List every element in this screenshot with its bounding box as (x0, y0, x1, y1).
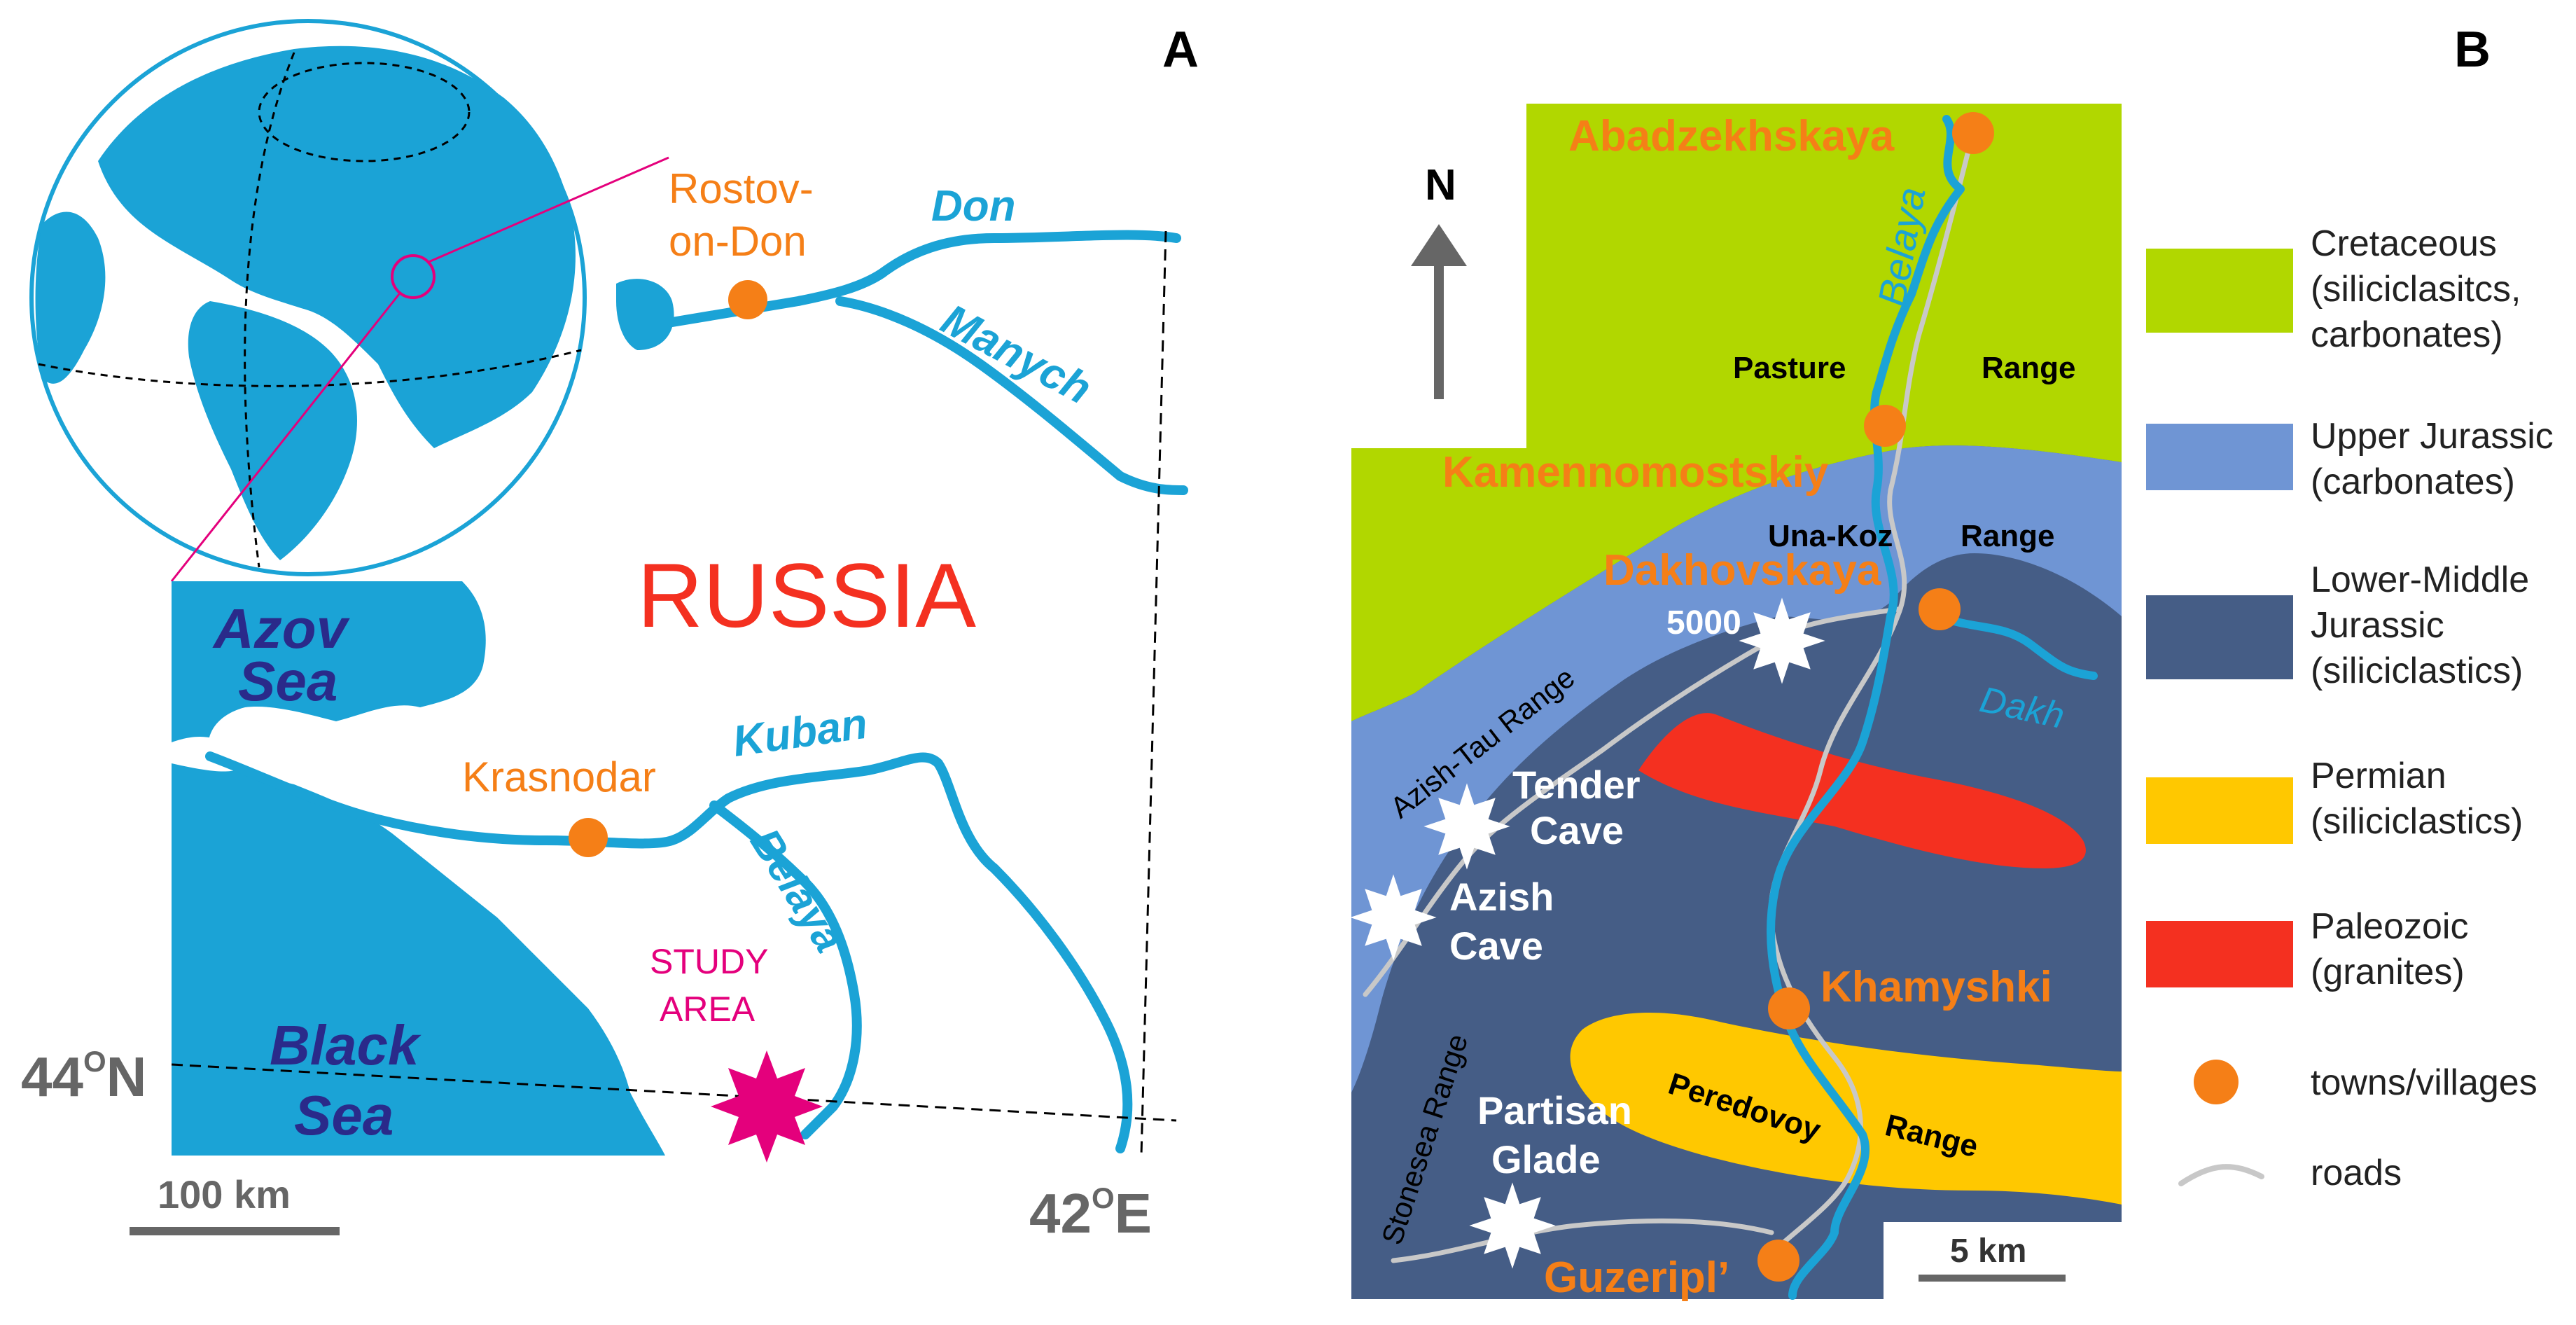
globe-locator-circle (391, 254, 436, 299)
road-main (1768, 123, 1977, 1256)
legend: Cretaceous (siliciclasitcs, carbonates) … (2146, 223, 2554, 1193)
range-pasture-range: Range (1982, 351, 2075, 385)
river-kuban-label: Kuban (730, 700, 870, 766)
longitude-label: 42OE (1029, 1181, 1152, 1244)
legend-lower-middle-2: Jurassic (2311, 605, 2444, 646)
town-abadzekhskaya: Abadzekhskaya (1568, 112, 1895, 160)
panel-b-label: B (2454, 22, 2491, 78)
cave-star-partisan (1469, 1182, 1556, 1269)
range-pasture: Pasture (1733, 351, 1846, 385)
cave-azish-1: Azish (1449, 875, 1554, 919)
legend-swatch-lower-middle-jurassic (2146, 595, 2293, 679)
panel-a: A RUSSIA Azov Sea Black Sea Don Manych K… (21, 19, 1199, 1244)
town-dot-guzeripl (1757, 1240, 1799, 1282)
cave-tender-1: Tender (1512, 763, 1641, 807)
legend-upper-jurassic-2: (carbonates) (2311, 462, 2515, 502)
study-area-1: STUDY (650, 942, 768, 981)
legend-swatch-permian (2146, 777, 2293, 844)
unit-paleozoic (1638, 713, 2086, 868)
north-arrow (1411, 224, 1467, 399)
sea-azov-2: Sea (238, 650, 337, 712)
legend-symbol-town (2194, 1060, 2239, 1104)
study-area-2: AREA (660, 990, 756, 1029)
legend-cretaceous-1: Cretaceous (2311, 223, 2497, 264)
cave-star-azish (1350, 874, 1437, 961)
peak-5000: 5000 (1666, 604, 1741, 641)
scale-a-label: 100 km (158, 1172, 291, 1216)
legend-towns: towns/villages (2311, 1062, 2537, 1103)
legend-symbol-road (2178, 1164, 2264, 1186)
globe-land-americas (35, 211, 106, 384)
sea-black-1: Black (270, 1014, 422, 1076)
legend-permian-2: (siliciclastics) (2311, 801, 2523, 842)
scale-b-label: 5 km (1950, 1233, 2026, 1270)
unit-cretaceous (1351, 104, 2122, 721)
road-partisan (1391, 1218, 1774, 1263)
city-krasnodar: Krasnodar (462, 754, 656, 800)
city-dot-rostov (728, 280, 767, 319)
legend-swatch-cretaceous (2146, 249, 2293, 333)
cave-partisan-1: Partisan (1477, 1088, 1632, 1132)
town-khamyshki: Khamyshki (1820, 963, 2052, 1011)
unit-upper-jurassic (1351, 445, 2122, 1092)
legend-lower-middle-1: Lower-Middle (2311, 560, 2529, 600)
town-dakhovskaya: Dakhovskaya (1603, 546, 1881, 595)
river-don-label: Don (931, 182, 1016, 230)
globe-land-eurasia (98, 46, 576, 449)
range-unakoz: Una-Koz (1768, 519, 1893, 553)
legend-swatch-upper-jurassic (2146, 424, 2293, 490)
panel-a-label: A (1162, 22, 1199, 78)
sea-taganrog-bay (616, 279, 674, 350)
cave-star-tender (1423, 783, 1510, 870)
north-label: N (1425, 161, 1456, 209)
legend-cretaceous-3: carbonates) (2311, 314, 2503, 355)
globe-land-africa (188, 301, 357, 560)
latitude-label: 44ON (21, 1045, 146, 1108)
town-kamennomostskiy: Kamennomostskiy (1442, 448, 1829, 497)
range-unakoz-range: Range (1961, 519, 2054, 553)
town-dot-khamyshki (1768, 987, 1810, 1029)
river-belaya-b (1767, 115, 1965, 1300)
study-area-star (711, 1050, 823, 1163)
legend-paleozoic-1: Paleozoic (2311, 906, 2468, 947)
cave-azish-2: Cave (1449, 924, 1543, 968)
legend-permian-1: Permian (2311, 756, 2446, 796)
town-guzeripl: Guzeripl’ (1544, 1254, 1729, 1302)
city-dot-krasnodar (569, 818, 608, 857)
globe-inset (29, 19, 587, 576)
cave-tender-2: Cave (1530, 808, 1624, 852)
legend-roads: roads (2311, 1153, 2402, 1193)
cave-partisan-2: Glade (1491, 1137, 1601, 1181)
peak-star-5000 (1739, 597, 1825, 684)
river-belaya-a (709, 800, 862, 1139)
legend-cretaceous-2: (siliciclasitcs, (2311, 269, 2521, 310)
town-dot-kamennomostskiy (1864, 405, 1906, 447)
river-manych (835, 296, 1188, 495)
legend-paleozoic-2: (granites) (2311, 952, 2465, 992)
country-label: RUSSIA (637, 544, 976, 646)
legend-upper-jurassic-1: Upper Jurassic (2311, 416, 2554, 457)
river-kuban (205, 751, 1133, 1153)
city-rostov-1: Rostov- (669, 165, 814, 212)
panel-b: N 5 km B Abadzekhskaya Kamennomostskiy D… (1350, 22, 2491, 1302)
legend-lower-middle-3: (siliciclastics) (2311, 651, 2523, 691)
legend-swatch-paleozoic (2146, 921, 2293, 987)
town-dot-abadzekhskaya (1952, 112, 1994, 154)
river-dakh (1935, 612, 2098, 680)
sea-black-2: Sea (294, 1084, 394, 1146)
sea-azov-1: Azov (212, 597, 351, 660)
town-dot-dakhovskaya (1919, 588, 1961, 630)
river-belaya-label: Belaya (742, 820, 853, 960)
sea-azov-black (172, 581, 665, 1156)
city-rostov-2: on-Don (669, 218, 807, 265)
